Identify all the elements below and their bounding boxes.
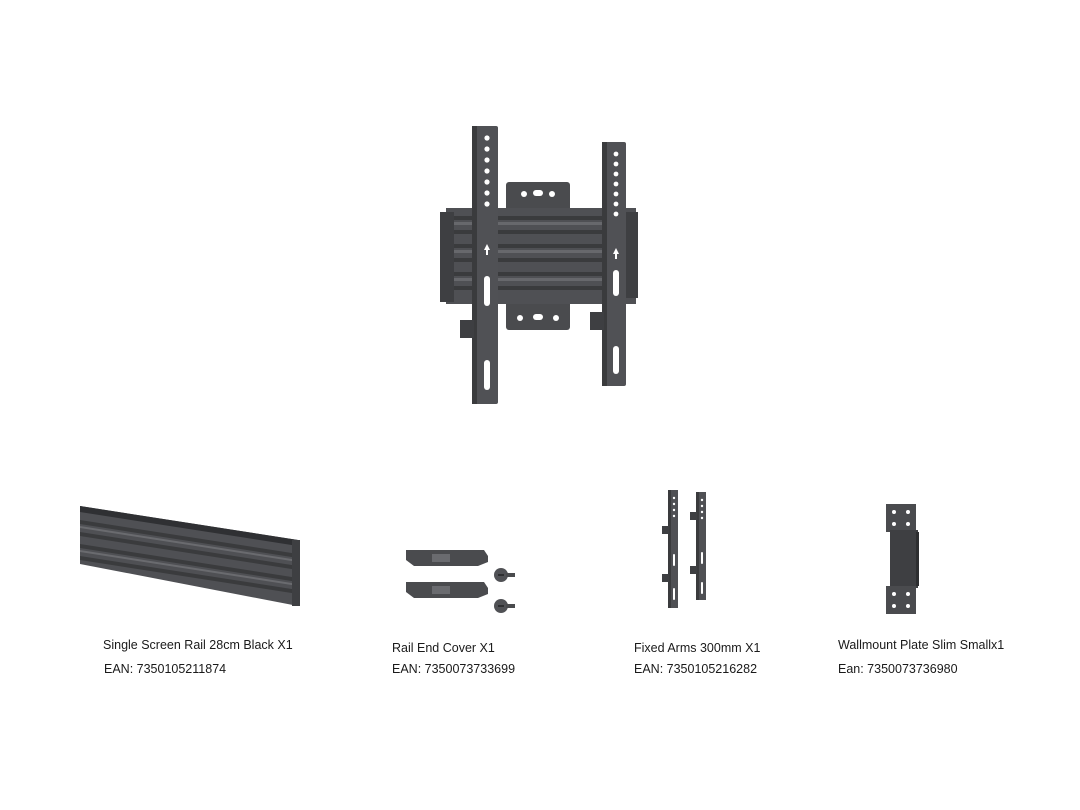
part-name: Fixed Arms 300mm X1 — [634, 641, 761, 655]
screw-icon — [492, 596, 516, 616]
part-name: Single Screen Rail 28cm Black X1 — [103, 638, 293, 652]
screw-icon — [492, 565, 516, 585]
part-name: Rail End Cover X1 — [392, 641, 495, 655]
part-ean: EAN: 7350073733699 — [392, 662, 516, 676]
part-name: Wallmount Plate Slim Smallx1 — [838, 638, 1005, 652]
wallmount-plate-image — [884, 502, 920, 616]
part-ean: Ean: 7350073736980 — [838, 662, 958, 676]
screen-rail-image — [78, 502, 302, 610]
part-ean: EAN: 7350105211874 — [104, 662, 227, 676]
mount-assembly-image — [430, 120, 650, 410]
fixed-arms-image — [660, 488, 712, 610]
rail-end-cover-image — [404, 548, 524, 618]
part-ean: EAN: 7350105216282 — [634, 662, 758, 676]
